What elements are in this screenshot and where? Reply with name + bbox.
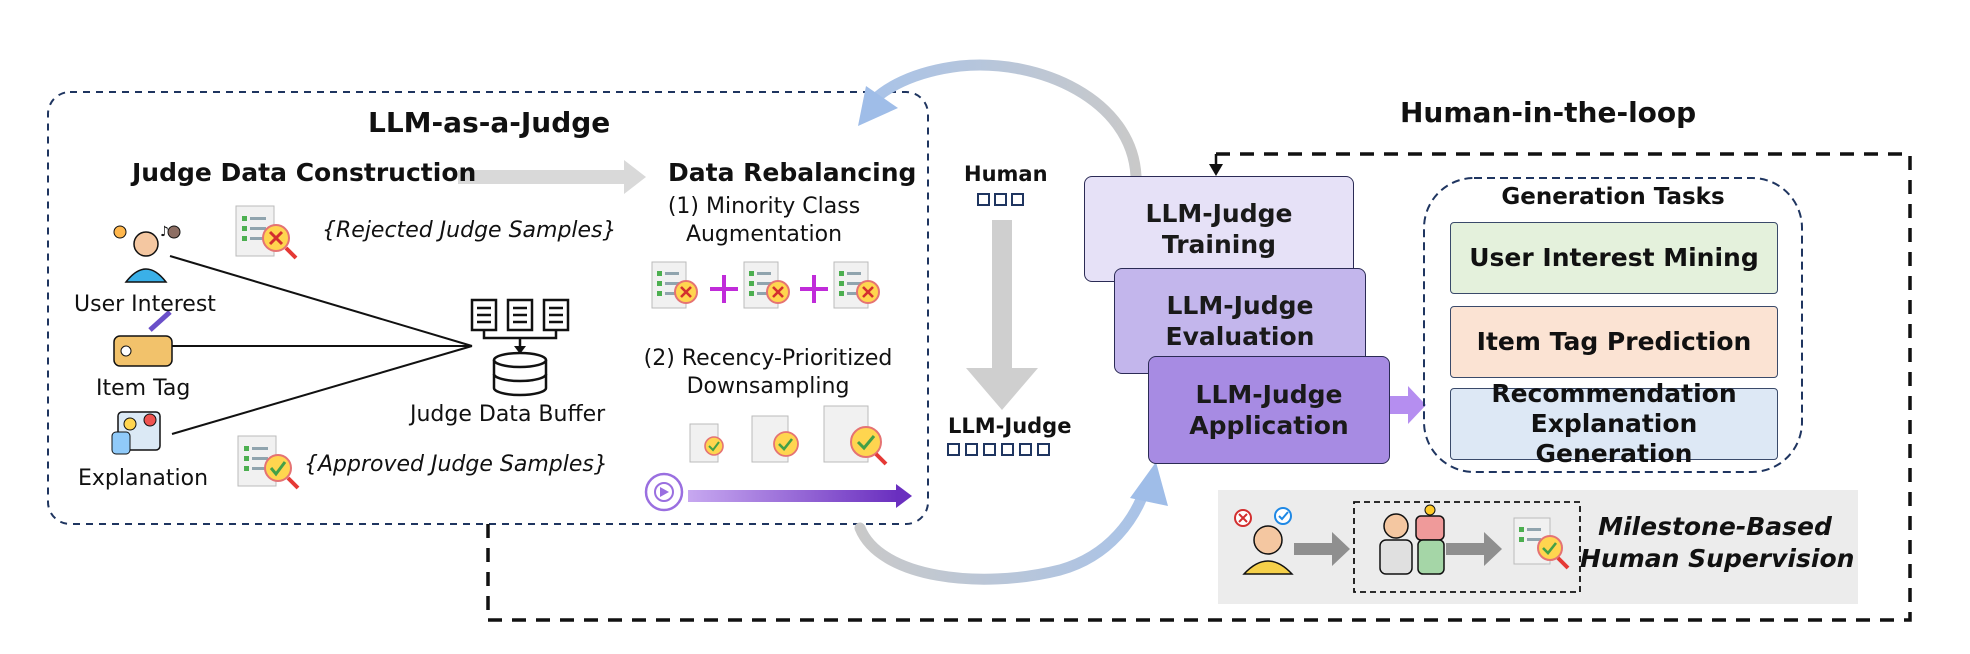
recency-downsampling-line2: Downsampling xyxy=(686,374,850,399)
svg-text:♪: ♪ xyxy=(160,224,169,240)
generation-tasks-title: Generation Tasks xyxy=(1501,184,1725,210)
data-rebalancing-title: Data Rebalancing xyxy=(668,158,917,187)
augmentation-rejected-docs xyxy=(651,261,880,309)
milestone-line1: Milestone-Based xyxy=(1598,512,1832,541)
task-recommendation-line2: Explanation Generation xyxy=(1530,409,1698,468)
stage-training-line1: LLM-Judge xyxy=(1145,199,1293,228)
user-interest-icon: ♪ xyxy=(113,224,181,283)
generation-tasks-frame xyxy=(1423,177,1803,473)
task-recommendation-explanation: Recommendation Explanation Generation xyxy=(1450,379,1778,468)
approved-doc-icon-milestone xyxy=(1513,517,1570,570)
stage-evaluation-line1: LLM-Judge xyxy=(1166,291,1314,320)
stage-evaluation-line2: Evaluation xyxy=(1165,322,1315,351)
human-and-robot-icon xyxy=(1379,504,1445,575)
deploy-curve-arrow xyxy=(854,480,1152,585)
judge-data-construction-title: Judge Data Construction xyxy=(132,158,477,187)
task-user-interest-mining-label: User Interest Mining xyxy=(1469,243,1759,272)
minority-augmentation-line1: (1) Minority Class xyxy=(667,194,861,219)
rejected-doc-icon xyxy=(235,205,298,260)
downsampling-approved-docs xyxy=(689,405,888,466)
explanation-icon xyxy=(111,411,161,455)
milestone-line2: Human Supervision xyxy=(1580,544,1855,573)
stage-training-line2: Training xyxy=(1161,230,1277,259)
judge-data-buffer-label: Judge Data Buffer xyxy=(410,402,606,427)
human-in-the-loop-title: Human-in-the-loop xyxy=(1400,96,1697,129)
stage-training-box: LLM-Judge Training xyxy=(1084,176,1354,282)
task-recommendation-line1: Recommendation xyxy=(1491,379,1737,408)
source-explanation-label: Explanation xyxy=(78,466,209,491)
llm-as-a-judge-title: LLM-as-a-Judge xyxy=(368,106,611,139)
recency-downsampling-line1: (2) Recency-Prioritized xyxy=(643,346,893,371)
human-in-the-loop-frame xyxy=(486,152,1912,622)
feedback-curve-arrow xyxy=(868,59,1142,182)
clock-cycle-icon xyxy=(644,472,684,512)
approved-judge-samples-label: {Approved Judge Samples} xyxy=(304,452,608,477)
source-user-interest-label: User Interest xyxy=(74,292,216,317)
rejected-judge-samples-label: {Rejected Judge Samples} xyxy=(322,218,617,243)
stage-application-box: LLM-Judge Application xyxy=(1148,356,1390,464)
human-label: Human xyxy=(964,162,1048,186)
task-user-interest-mining: User Interest Mining xyxy=(1450,222,1778,294)
reviewer-person-icon xyxy=(1234,507,1294,575)
item-tag-icon xyxy=(113,310,173,367)
stage-application-line2: Application xyxy=(1189,411,1349,440)
task-item-tag-prediction: Item Tag Prediction xyxy=(1450,306,1778,378)
task-item-tag-prediction-label: Item Tag Prediction xyxy=(1476,327,1752,356)
minority-augmentation-line2: Augmentation xyxy=(685,222,843,247)
approved-doc-icon xyxy=(237,435,300,490)
source-item-tag-label: Item Tag xyxy=(96,376,191,401)
llm-as-a-judge-frame xyxy=(47,91,929,525)
stage-application-line1: LLM-Judge xyxy=(1195,380,1343,409)
llm-judge-label: LLM-Judge xyxy=(948,414,1072,438)
